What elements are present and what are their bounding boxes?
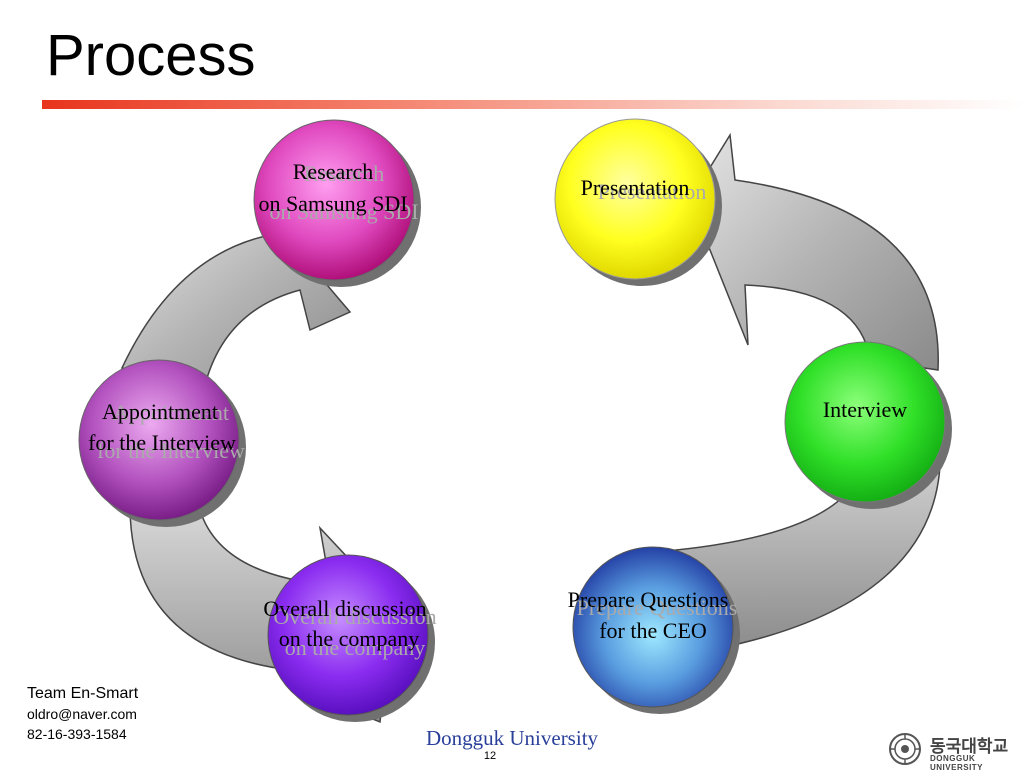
step-presentation-label-shadow: Presentation	[598, 179, 707, 204]
step-appointment-label-1: Appointment	[102, 399, 218, 424]
page-number: 12	[483, 750, 497, 762]
team-phone: 82-16-393-1584	[27, 726, 127, 742]
slide-title: Process	[46, 23, 256, 88]
step-discussion-label-1: Overall discussion	[263, 596, 426, 621]
arrow-interview-to-presentation	[689, 132, 939, 371]
step-discussion-label-shadow-2: on the company	[285, 635, 426, 660]
step-research-label-shadow-2: on Samsung SDI	[269, 199, 418, 224]
title-underline	[42, 100, 1024, 109]
step-prepare-questions	[572, 546, 740, 714]
step-presentation	[554, 118, 722, 286]
step-research	[253, 119, 421, 287]
step-discussion-label-shadow-1: Overall discussion	[273, 604, 436, 629]
step-discussion-label-2: on the company	[279, 626, 420, 651]
step-appointment-label-2: for the Interview	[88, 430, 236, 455]
step-research-label-shadow-1: Research	[304, 161, 385, 186]
logo-english-text: DONGGUK UNIVERSITY	[930, 754, 984, 772]
step-questions-label-shadow-1: Prepare Questions	[577, 595, 738, 620]
step-research-label-2: on Samsung SDI	[258, 191, 407, 216]
university-logo: 동국대학교 DONGGUK UNIVERSITY	[886, 732, 1024, 772]
team-info: Team En-Smart oldro@naver.com 82-16-393-…	[27, 683, 138, 744]
logo-korean-text: 동국대학교	[930, 737, 1009, 756]
step-appointment-label-shadow-1: Appointment	[113, 400, 229, 425]
step-questions-label-1: Prepare Questions	[568, 587, 729, 612]
step-appointment	[78, 359, 246, 527]
step-interview	[784, 341, 952, 509]
team-name: Team En-Smart	[27, 685, 139, 702]
step-overall-discussion	[267, 554, 435, 722]
step-research-label-1: Research	[293, 159, 374, 184]
university-seal-icon	[889, 733, 921, 765]
team-email: oldro@naver.com	[27, 706, 137, 722]
step-appointment-label-shadow-2: for the Interview	[97, 438, 245, 463]
step-presentation-label: Presentation	[581, 175, 690, 200]
step-interview-label: Interview	[823, 397, 907, 422]
university-name: Dongguk University	[425, 726, 599, 750]
step-questions-label-2: for the CEO	[599, 618, 707, 643]
